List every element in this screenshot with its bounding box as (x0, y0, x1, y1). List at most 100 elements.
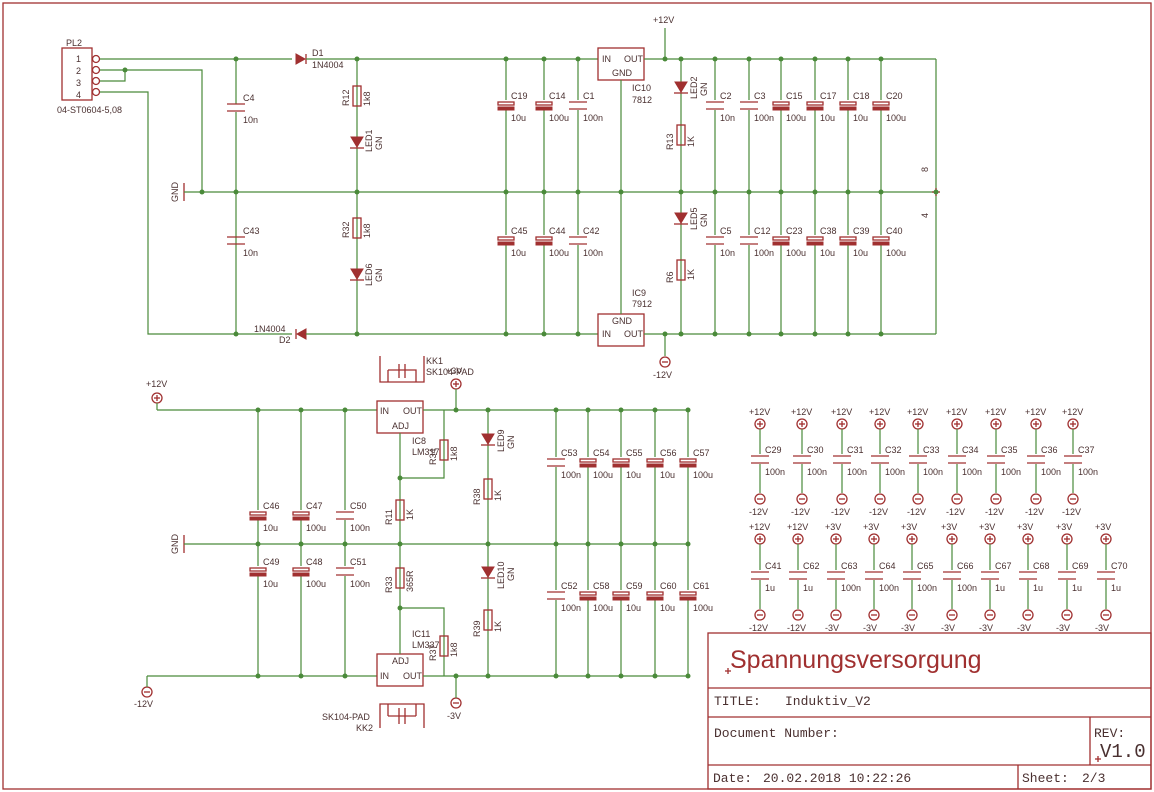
cap-value: 100n (962, 467, 982, 477)
cap-value: 10u (263, 523, 278, 533)
svg-text:1K: 1K (493, 621, 503, 632)
cap-value: 100n (561, 603, 581, 613)
cap-name: C55 (626, 448, 643, 458)
cap-value: 10u (853, 113, 868, 123)
supply-symbol: +12V (1025, 407, 1046, 430)
cap-value: 100n (885, 467, 905, 477)
supply-label: -12V (791, 507, 810, 517)
svg-text:LED2: LED2 (689, 76, 699, 99)
resistor-r12: R12 1k8 (341, 85, 372, 107)
resistor-r33: R33 365R (384, 567, 415, 593)
supply-symbol: +12V (985, 407, 1006, 430)
cap-value: 100u (693, 470, 713, 480)
svg-text:4: 4 (920, 213, 930, 218)
supply-symbol: -12V (831, 493, 850, 517)
cap-value: 100u (886, 248, 906, 258)
cap-name: C64 (879, 561, 896, 571)
cap-name: C51 (350, 557, 367, 567)
cap-value: 100n (350, 579, 370, 589)
supply-label: -3V (941, 623, 955, 633)
svg-text:LM317: LM317 (412, 447, 440, 457)
cap-value: 100n (1041, 467, 1061, 477)
cap-name: C32 (885, 445, 902, 455)
svg-text:IN: IN (602, 54, 611, 64)
led-led1: LED1 GN (350, 129, 384, 152)
supply-label: +3V (941, 522, 957, 532)
cap-name: C41 (765, 561, 782, 571)
supply-symbol: -3V (901, 609, 918, 633)
cap-name: C19 (511, 91, 528, 101)
cap-value: 1u (1033, 583, 1043, 593)
cap-name: C36 (1041, 445, 1058, 455)
diode-d1: D1 1N4004 (295, 48, 344, 70)
svg-text:1N4004: 1N4004 (254, 324, 286, 334)
svg-text:+12V: +12V (146, 379, 167, 389)
cap-name: C3 (754, 91, 766, 101)
supply-label: +12V (1025, 407, 1046, 417)
cap-name: C12 (754, 226, 771, 236)
supply-symbol: -3V (1095, 609, 1112, 633)
cap-name: C14 (549, 91, 566, 101)
cap-name: C15 (786, 91, 803, 101)
supply-symbol: +12V (749, 522, 770, 545)
svg-text:REV:: REV: (1094, 726, 1125, 741)
supply-label: +12V (831, 407, 852, 417)
svg-text:3: 3 (76, 78, 81, 88)
supply-label: +3V (863, 522, 879, 532)
svg-text:C4: C4 (243, 93, 255, 103)
supply-label: -12V (1025, 507, 1044, 517)
supply-symbol: +12V (787, 522, 808, 545)
cap-name: C48 (306, 557, 323, 567)
svg-text:10n: 10n (243, 115, 258, 125)
svg-text:10n: 10n (243, 248, 258, 258)
supply-label: -3V (825, 623, 839, 633)
svg-text:LED6: LED6 (364, 263, 374, 286)
supply-label: +3V (1017, 522, 1033, 532)
gnd-symbol-lower: GND (170, 534, 185, 554)
svg-text:R39: R39 (472, 620, 482, 637)
cap-name: C70 (1111, 561, 1128, 571)
cap-name: C23 (786, 226, 803, 236)
supply-symbol: -12V (791, 493, 810, 517)
svg-text:IN: IN (602, 329, 611, 339)
cap-name: C65 (917, 561, 934, 571)
cap-name: C29 (765, 445, 782, 455)
supply-symbol: +3V (901, 522, 918, 545)
cap-value: 1u (1072, 583, 1082, 593)
supply-symbol: -12V (749, 493, 768, 517)
supply-symbol: +3V (1095, 522, 1112, 545)
svg-text:R34: R34 (428, 448, 438, 465)
svg-text:1K: 1K (493, 490, 503, 501)
sheet-value: 2/3 (1082, 771, 1105, 786)
svg-text:KK1: KK1 (426, 356, 443, 366)
svg-text:8: 8 (920, 167, 930, 172)
cap-name: C42 (583, 226, 600, 236)
cap-value: 100n (957, 583, 977, 593)
cap-value: 100n (917, 583, 937, 593)
cap-value: 10n (720, 113, 735, 123)
svg-text:ADJ: ADJ (392, 421, 409, 431)
supply-label: +12V (787, 522, 808, 532)
svg-text:LED9: LED9 (496, 429, 506, 452)
cap-name: C68 (1033, 561, 1050, 571)
cap-name: C52 (561, 581, 578, 591)
cap-value: 100u (306, 523, 326, 533)
title-value: Induktiv_V2 (785, 694, 871, 709)
led-led6: LED6 GN (350, 263, 384, 286)
